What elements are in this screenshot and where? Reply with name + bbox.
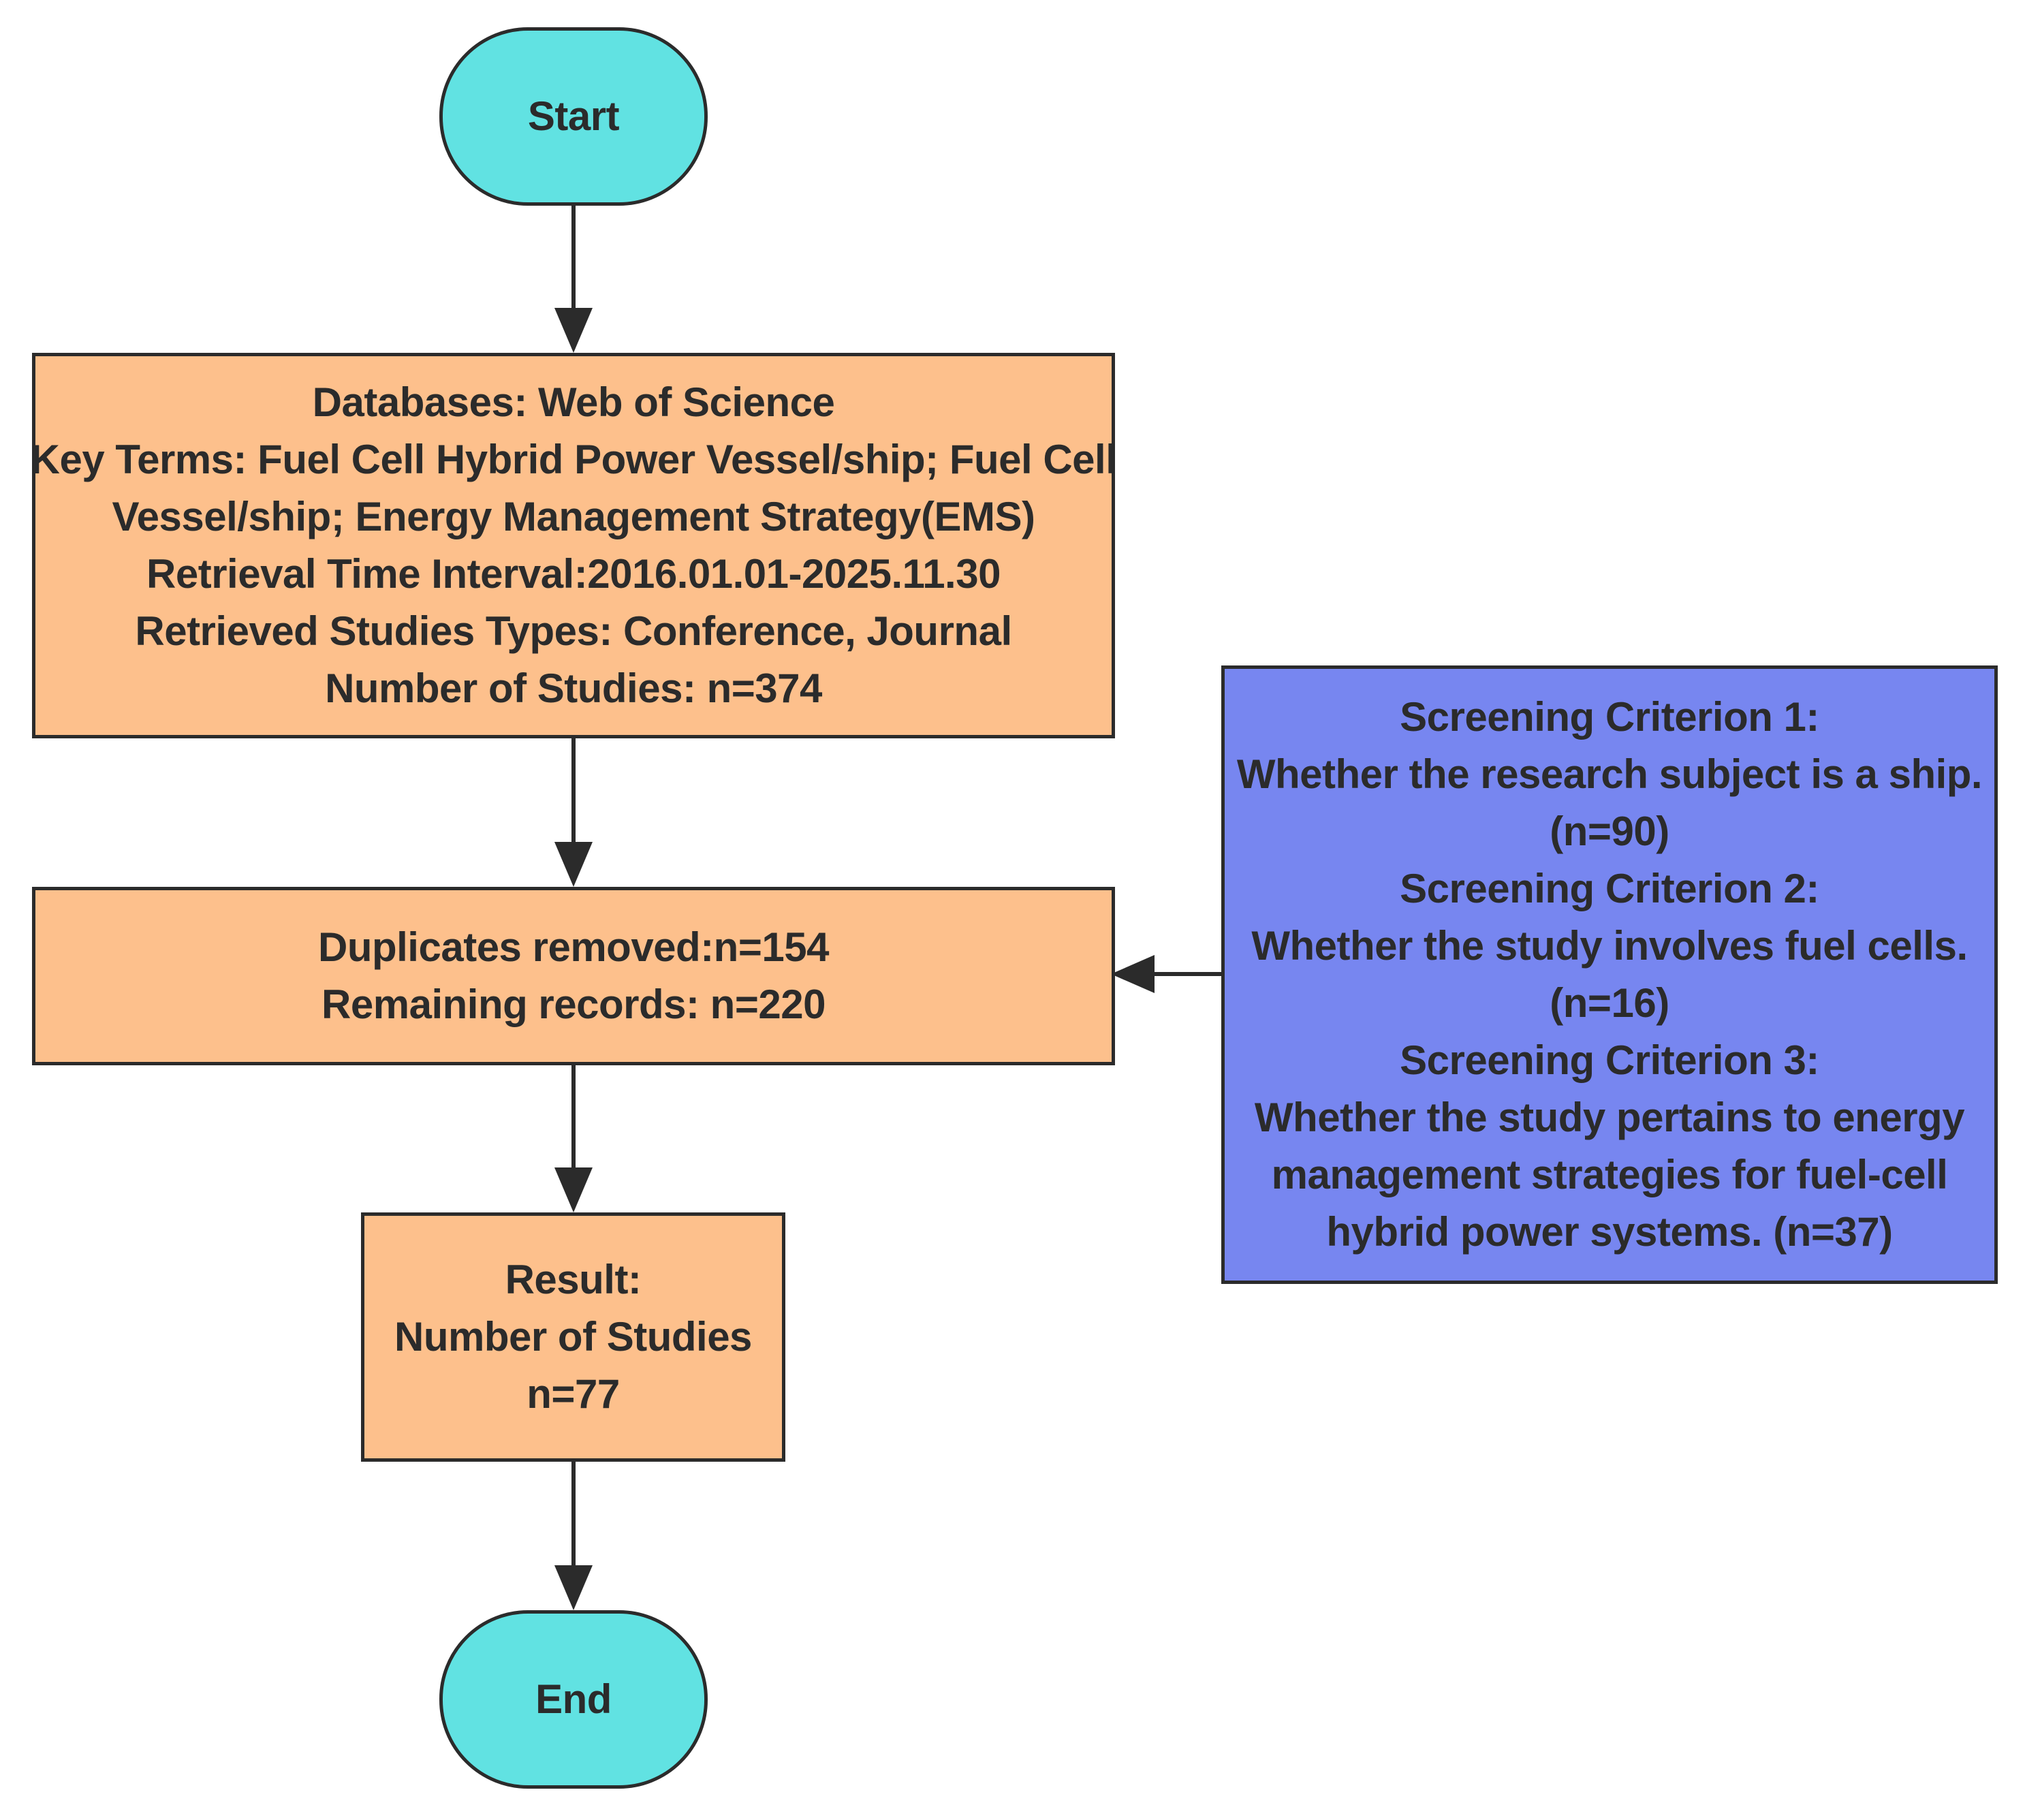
screening-criteria-node: Screening Criterion 1: Whether the resea… <box>1221 665 1998 1284</box>
arrowhead-criteria-to-dedup <box>1111 955 1155 993</box>
search-line-study-types: Retrieved Studies Types: Conference, Jou… <box>135 608 1012 654</box>
arrowhead-start-to-search <box>554 308 593 353</box>
result-line-label: Number of Studies <box>394 1314 752 1360</box>
end-label: End <box>535 1676 612 1722</box>
criterion-3-text-3: hybrid power systems. (n=37) <box>1326 1209 1893 1255</box>
criterion-2-count: (n=16) <box>1550 980 1669 1026</box>
start-label: Start <box>527 93 620 139</box>
criterion-3-text-2: management strategies for fuel-cell <box>1271 1152 1948 1197</box>
search-line-key-terms: Key Terms: Fuel Cell Hybrid Power Vessel… <box>30 437 1117 482</box>
criterion-3-text-1: Whether the study pertains to energy <box>1254 1095 1965 1140</box>
start-node: Start <box>439 27 708 206</box>
arrowhead-dedup-to-result <box>554 1167 593 1212</box>
result-node: Result: Number of Studies n=77 <box>361 1212 785 1462</box>
search-node: Databases: Web of Science Key Terms: Fue… <box>30 353 1117 738</box>
end-node: End <box>439 1610 708 1789</box>
search-line-study-count: Number of Studies: n=374 <box>325 665 822 711</box>
criterion-2-title: Screening Criterion 2: <box>1400 866 1819 911</box>
dedup-line-remaining: Remaining records: n=220 <box>321 982 826 1027</box>
dedup-node: Duplicates removed:n=154 Remaining recor… <box>32 887 1115 1065</box>
search-line-key-terms-cont: Vessel/ship; Energy Management Strategy(… <box>112 494 1035 539</box>
criterion-1-title: Screening Criterion 1: <box>1400 694 1819 740</box>
criterion-1-text: Whether the research subject is a ship. <box>1236 751 1983 797</box>
arrowhead-result-to-end <box>554 1565 593 1610</box>
search-line-databases: Databases: Web of Science <box>312 379 835 425</box>
criterion-1-count: (n=90) <box>1550 809 1669 854</box>
search-line-time-interval: Retrieval Time Interval:2016.01.01-2025.… <box>146 551 1001 597</box>
arrowhead-search-to-dedup <box>554 842 593 887</box>
criterion-2-text: Whether the study involves fuel cells. <box>1251 923 1968 969</box>
result-line-count: n=77 <box>527 1371 620 1417</box>
criterion-3-title: Screening Criterion 3: <box>1400 1037 1819 1083</box>
dedup-line-removed: Duplicates removed:n=154 <box>318 924 829 970</box>
result-line-title: Result: <box>505 1257 642 1302</box>
